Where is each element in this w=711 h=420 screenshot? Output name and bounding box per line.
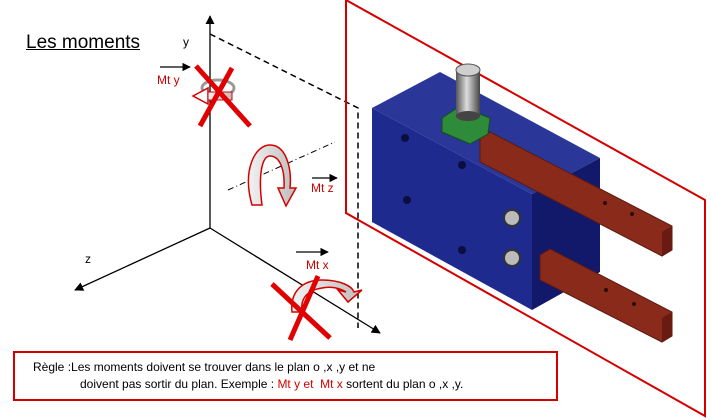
rule-text-line-2-end: sortent du plan o ,x ,y. (346, 377, 464, 391)
z-axis (74, 227, 211, 291)
rule-line-1: Règle :Les moments doivent se trouver da… (33, 360, 375, 374)
ox-oy-plane (345, 0, 706, 418)
rule-text-line-1: Les moments doivent se trouver dans le p… (71, 360, 376, 374)
gripper-device (372, 63, 673, 343)
page-title: Les moments (26, 32, 141, 53)
moment-mt-x-symbol (270, 247, 363, 342)
mt-x-label: Mt x (306, 258, 329, 272)
mt-z-label: Mt z (311, 181, 334, 195)
rule-line-2: doivent pas sortir du plan. Exemple : Mt… (80, 377, 463, 391)
x-axis (209, 227, 381, 334)
z-axis-label: z (85, 252, 91, 266)
moment-mt-y-symbol (160, 62, 252, 128)
rule-box: Règle :Les moments doivent se trouver da… (13, 351, 558, 401)
mt-y-label: Mt y (157, 73, 180, 87)
coordinate-axes (74, 15, 381, 334)
moment-mt-z-symbol (247, 144, 338, 208)
rule-text-line-2-start: doivent pas sortir du plan. Exemple : (80, 377, 278, 391)
rule-example-mt-x: Mt x (320, 377, 343, 391)
plane-edge-dashed (209, 33, 359, 328)
gripper-finger-lower (539, 248, 673, 343)
rule-prefix: Règle : (33, 360, 72, 374)
cross-out-mt-y (194, 64, 252, 128)
y-axis-label: y (183, 35, 189, 49)
rule-example-mt-y: Mt y et (277, 377, 314, 391)
piston-rod (456, 70, 480, 116)
